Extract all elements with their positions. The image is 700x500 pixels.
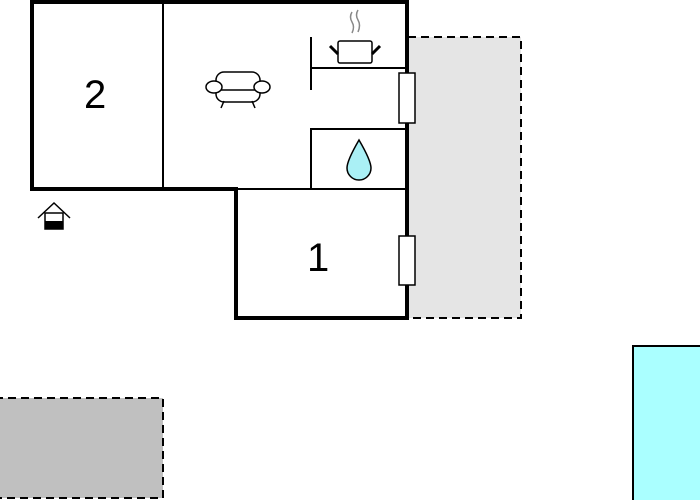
entrance-house-icon — [37, 201, 71, 230]
sofa-icon — [205, 71, 271, 109]
window-icon — [398, 235, 416, 286]
exterior-walls — [30, 0, 409, 320]
cooking-pot-icon — [328, 9, 382, 64]
bathroom-walls — [310, 128, 407, 189]
terrace-area — [407, 36, 522, 319]
room-label-bedroom-2: 2 — [84, 73, 107, 117]
outdoor-area — [0, 397, 164, 499]
window-icon — [398, 72, 416, 124]
water-drop-icon — [346, 138, 372, 181]
pool-area — [632, 345, 700, 500]
room-label-bedroom-1: 1 — [307, 236, 330, 280]
building-floor — [32, 2, 407, 318]
